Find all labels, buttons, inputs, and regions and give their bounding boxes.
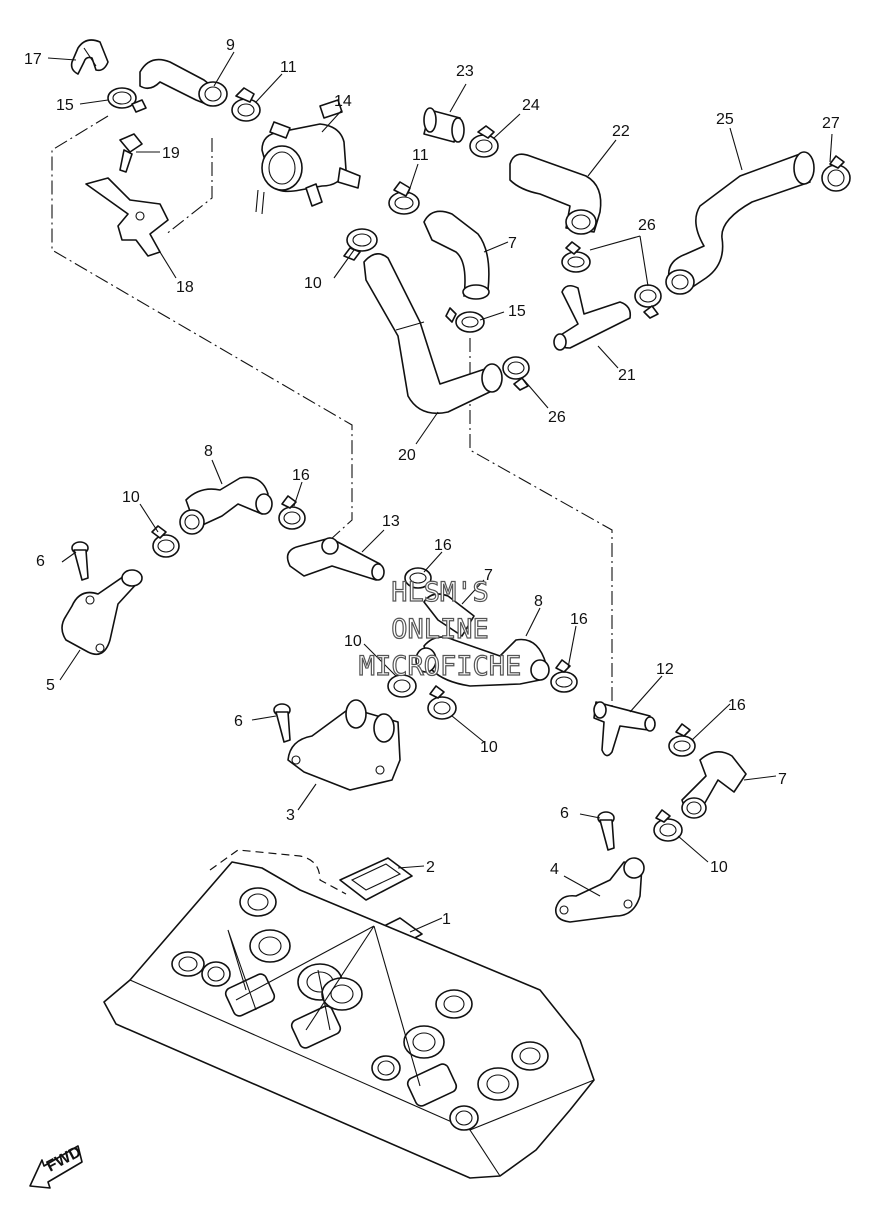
callout-9: 9 — [226, 37, 235, 54]
reed-valve-2 — [339, 857, 413, 901]
callout-5: 5 — [46, 677, 55, 694]
callout-16-right: 16 — [728, 697, 746, 714]
clamp-10-right — [653, 809, 683, 842]
clamp-16-right — [668, 723, 696, 757]
bolt-19 — [119, 133, 143, 173]
clamp-10-top — [343, 228, 378, 261]
callout-16-left: 16 — [292, 467, 310, 484]
leader-lines — [47, 51, 833, 933]
hose-8-left — [179, 476, 273, 535]
callout-10-center-b: 10 — [480, 739, 498, 756]
callout-10-right: 10 — [710, 859, 728, 876]
callout-13: 13 — [382, 513, 400, 530]
callout-15-top: 15 — [56, 97, 74, 114]
callout-20: 20 — [398, 447, 416, 464]
callout-22: 22 — [612, 123, 630, 140]
joint-13 — [286, 537, 385, 581]
callout-7-right: 7 — [778, 771, 787, 788]
callout-25: 25 — [716, 111, 734, 128]
callout-12: 12 — [656, 661, 674, 678]
callout-10-top: 10 — [304, 275, 322, 292]
callout-8-left: 8 — [204, 443, 213, 460]
callout-14: 14 — [334, 93, 352, 110]
hose-7-mid — [423, 593, 475, 637]
watermark-line-1: HLSM'S — [391, 577, 489, 608]
hose-7-right — [681, 751, 747, 819]
cover-5 — [61, 569, 143, 656]
clamp-11-mid — [388, 181, 420, 215]
clamp-11-top — [231, 87, 261, 122]
pipe-21 — [553, 284, 632, 351]
clamp-16-center-right — [550, 659, 578, 693]
valve-14 — [255, 99, 361, 215]
hose-8-mid — [415, 636, 550, 687]
callout-6-center: 6 — [234, 713, 243, 730]
clamp-26-low — [502, 356, 530, 391]
clamp-26-upper — [561, 241, 591, 273]
callout-7-mid: 7 — [484, 567, 493, 584]
callout-2: 2 — [426, 859, 435, 876]
joint-12 — [593, 701, 656, 757]
callout-16-center: 16 — [434, 537, 452, 554]
callout-10-center-a: 10 — [344, 633, 362, 650]
callout-23: 23 — [456, 63, 474, 80]
watermark-line-2: ONLINE — [391, 614, 489, 645]
clamp-26-mid — [634, 284, 662, 319]
callout-4: 4 — [550, 861, 559, 878]
callout-11-mid: 11 — [412, 147, 429, 164]
callout-6-left: 6 — [36, 553, 45, 570]
watermark-line-3: MICROFICHE — [359, 651, 522, 682]
hose-20 — [363, 253, 503, 415]
hose-9 — [139, 58, 228, 107]
callout-11-top: 11 — [280, 59, 297, 76]
bolt-6-left — [71, 541, 89, 581]
watermark: HLSM'S ONLINE MICROFICHE — [358, 576, 522, 682]
clamp-27 — [821, 155, 851, 192]
callout-18: 18 — [176, 279, 194, 296]
clamp-16-center — [404, 567, 432, 589]
callout-15-mid: 15 — [508, 303, 526, 320]
cylinder-head-cover — [103, 849, 595, 1179]
bracket-18 — [85, 177, 169, 257]
callout-10-left: 10 — [122, 489, 140, 506]
bolt-6-right — [597, 811, 615, 851]
cover-4 — [554, 857, 645, 923]
callout-16-center-right: 16 — [570, 611, 588, 628]
clamp-24 — [469, 125, 499, 158]
callout-27: 27 — [822, 115, 840, 132]
clamp-10-center-a — [387, 674, 417, 698]
callout-3: 3 — [286, 807, 295, 824]
callout-19: 19 — [162, 145, 180, 162]
callout-21: 21 — [618, 367, 636, 384]
hose-25 — [665, 151, 815, 295]
callout-6-right: 6 — [560, 805, 569, 822]
fwd-arrow-icon: FWD — [29, 1143, 84, 1189]
callout-26-low: 26 — [548, 409, 566, 426]
callout-1: 1 — [442, 911, 451, 928]
callout-labels: 17 15 19 18 9 11 14 11 10 7 15 20 23 24 … — [24, 37, 840, 928]
pipe-23 — [423, 107, 465, 143]
cover-3 — [287, 699, 401, 791]
clamp-16-left — [278, 495, 306, 530]
callout-24: 24 — [522, 97, 540, 114]
clamp-15-mid — [445, 307, 485, 333]
bolt-6-center — [273, 703, 291, 743]
callout-26-upper: 26 — [638, 217, 656, 234]
hose-7-top — [423, 210, 490, 300]
hose-22 — [509, 153, 602, 235]
clamp-10-center-b — [427, 685, 457, 720]
clamp-10-left — [151, 525, 180, 558]
callout-17: 17 — [24, 51, 42, 68]
callout-7-top: 7 — [508, 235, 517, 252]
clamp-17 — [70, 39, 109, 75]
clamp-15-top — [107, 87, 147, 113]
callout-8-mid: 8 — [534, 593, 543, 610]
